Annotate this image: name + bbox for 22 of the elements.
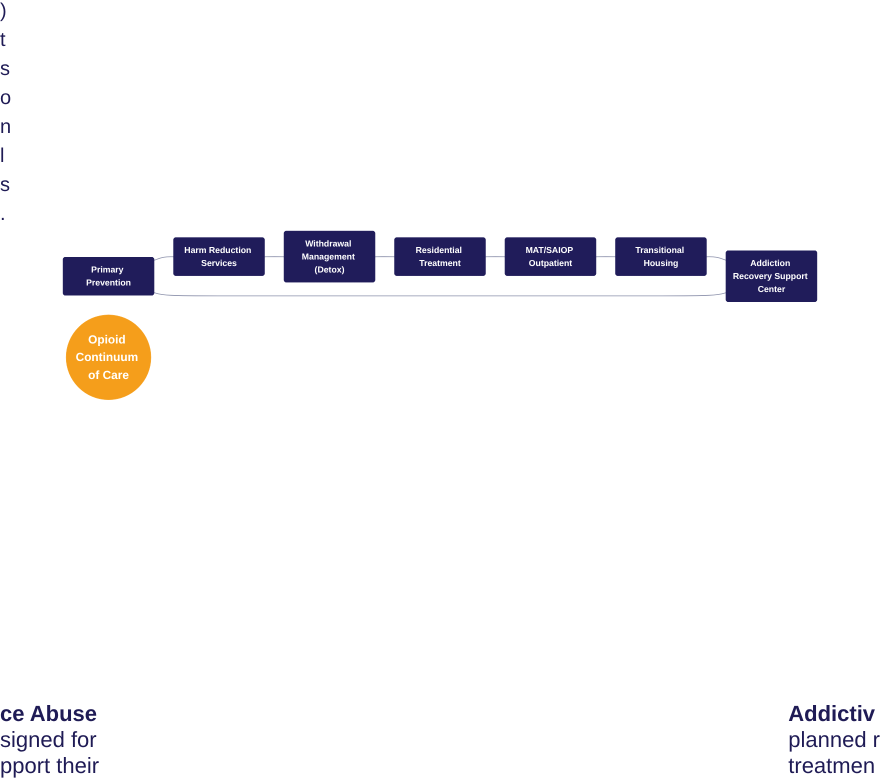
text-fragment: o	[0, 87, 12, 110]
text-fragment: .	[0, 203, 7, 226]
text-fragment: treatmen	[788, 753, 876, 779]
connector	[706, 256, 727, 260]
text-fragment: Addictiv	[788, 701, 876, 727]
text-fragment: planned r	[788, 727, 880, 753]
text-fragment: s	[0, 58, 11, 81]
node-circle: Opioid Continuum of Care	[66, 314, 152, 400]
text-fragment: t	[0, 29, 7, 52]
text-fragment: pport their	[0, 753, 100, 779]
text-fragment: l	[0, 145, 6, 168]
connector	[154, 256, 174, 260]
text-fragment: signed for	[0, 727, 98, 753]
connector	[596, 256, 616, 257]
text-fragment: s	[0, 174, 11, 197]
connector	[374, 256, 396, 257]
text-fragment: ce Abuse	[0, 701, 98, 727]
text-fragment: n	[0, 116, 12, 139]
text-fragment: )	[0, 0, 8, 23]
connector	[485, 256, 506, 257]
connector	[154, 292, 727, 296]
connector	[264, 256, 285, 257]
